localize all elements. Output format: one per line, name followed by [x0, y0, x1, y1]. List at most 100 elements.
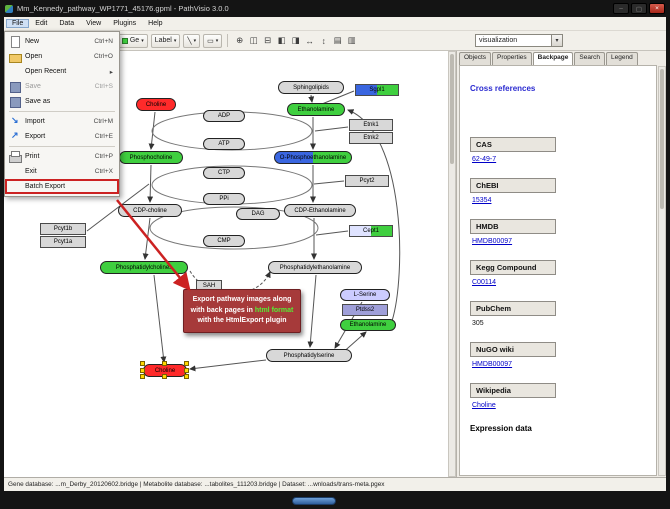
menu-view[interactable]: View — [86, 20, 102, 27]
tab-backpage[interactable]: Backpage — [532, 52, 574, 65]
pathway-node-cdp-ethanolamine[interactable]: CDP-Ethanolamine — [284, 204, 356, 217]
shape-tool-button[interactable]: ▭ ▾ — [203, 33, 223, 48]
menu-plugins[interactable]: Plugins — [113, 20, 137, 27]
pathway-node-ptdss2[interactable]: Ptdss2 — [342, 304, 388, 316]
stack-horizontal-icon[interactable]: ▥ — [347, 35, 356, 45]
xref-id-hmdb[interactable]: HMDB00097 — [472, 238, 513, 245]
file-menu-item-open-recent[interactable]: Open Recent▸ — [5, 64, 119, 79]
xref-id-chebi[interactable]: 15354 — [472, 197, 492, 204]
chevron-down-icon[interactable]: ▾ — [551, 35, 562, 46]
align-right-icon[interactable]: ◨ — [291, 35, 300, 45]
pathway-node-ethanolamine[interactable]: Ethanolamine — [287, 103, 345, 116]
visualization-select[interactable]: visualization ▾ — [475, 34, 563, 47]
pathway-node-dag[interactable]: DAG — [236, 208, 280, 220]
pathway-node-cmp[interactable]: CMP — [203, 235, 245, 247]
add-gene-product-button[interactable]: Ge ▾ — [117, 33, 148, 48]
pathway-edge[interactable] — [321, 90, 355, 105]
pathway-node-pcyt1a[interactable]: Pcyt1a — [40, 236, 86, 248]
pathway-node-atp[interactable]: ATP — [203, 138, 245, 150]
pathway-edge[interactable] — [189, 270, 271, 295]
xref-id-wikipedia[interactable]: Choline — [472, 402, 496, 409]
pathway-node-etnk2[interactable]: Etnk2 — [349, 132, 393, 144]
xref-id-cas[interactable]: 62-49-7 — [472, 156, 497, 163]
selection-handle[interactable] — [140, 361, 145, 366]
tab-legend[interactable]: Legend — [606, 52, 638, 65]
pathway-node-sgpl1[interactable]: Sgpl1 — [355, 84, 399, 96]
import-icon — [9, 115, 22, 128]
selection-handle[interactable] — [184, 361, 189, 366]
anchor-icon[interactable]: ⊕ — [236, 35, 244, 45]
file-menu-item-batch-export[interactable]: Batch Export — [5, 179, 119, 194]
canvas-scrollbar-vertical[interactable] — [448, 51, 456, 477]
selection-handle[interactable] — [184, 374, 189, 379]
menu-help[interactable]: Help — [148, 20, 163, 27]
line-tool-button[interactable]: ╲ ▾ — [183, 33, 201, 48]
pathway-node-l-serine[interactable]: L-Serine — [340, 289, 390, 301]
pathway-edge[interactable] — [153, 274, 167, 363]
pathway-node-ethanolamine[interactable]: Ethanolamine — [340, 319, 396, 331]
selection-handle[interactable] — [184, 367, 189, 373]
pathway-node-pcyt2[interactable]: Pcyt2 — [345, 175, 389, 187]
pathway-edge[interactable] — [142, 217, 151, 260]
menu-data[interactable]: Data — [59, 20, 75, 27]
pathway-edge[interactable] — [313, 180, 345, 185]
pathway-node-choline[interactable]: Choline — [136, 98, 176, 111]
selection-handle[interactable] — [140, 367, 145, 373]
file-menu-item-open[interactable]: Open Ctrl+O — [5, 49, 119, 64]
xref-id-kegg-compound[interactable]: C00114 — [472, 279, 497, 286]
menu-item-label: Print — [25, 153, 40, 160]
distribute-vertical-icon[interactable]: ↕ — [321, 35, 326, 46]
scrollbar-thumb[interactable] — [660, 69, 664, 209]
close-button[interactable]: × — [649, 3, 665, 14]
pathway-edge[interactable] — [315, 230, 349, 236]
pathway-edge[interactable] — [148, 111, 156, 150]
selection-handle[interactable] — [140, 374, 145, 379]
pathway-node-phosphocholine[interactable]: Phosphocholine — [119, 151, 183, 164]
minimize-button[interactable]: – — [613, 3, 629, 14]
pathway-node-pcyt1b[interactable]: Pcyt1b — [40, 223, 86, 235]
pathway-node-ctp[interactable]: CTP — [203, 167, 245, 179]
menu-edit[interactable]: Edit — [35, 20, 48, 27]
align-center-x-icon[interactable]: ◫ — [249, 35, 258, 45]
tab-objects[interactable]: Objects — [459, 52, 492, 65]
stack-vertical-icon[interactable]: ▤ — [333, 35, 342, 45]
pathway-edge[interactable] — [189, 359, 267, 372]
align-left-icon[interactable]: ◧ — [277, 35, 286, 45]
pathway-edge[interactable] — [314, 126, 349, 132]
scrollbar-thumb[interactable] — [450, 54, 454, 164]
pathway-node-cept1[interactable]: Cept1 — [349, 225, 393, 237]
distribute-horizontal-icon[interactable]: ↔ — [305, 35, 314, 46]
selection-handle[interactable] — [162, 374, 167, 379]
pathway-node-ppi[interactable]: PPi — [203, 193, 245, 205]
menu-shortcut: Ctrl+O — [94, 53, 113, 60]
pathway-node-phosphatidylethanolamine[interactable]: Phosphatidylethanolamine — [268, 261, 362, 274]
open-icon — [9, 51, 22, 63]
pathway-node-adp[interactable]: ADP — [203, 110, 245, 122]
file-menu-item-save-as[interactable]: Save as — [5, 94, 119, 109]
pathway-edge[interactable] — [308, 94, 315, 103]
tab-search[interactable]: Search — [574, 52, 605, 65]
pathway-node-etnk1[interactable]: Etnk1 — [349, 119, 393, 131]
selection-handle[interactable] — [162, 361, 167, 366]
pathway-node-o-phosphoethanolamine[interactable]: O-Phosphoethanolamine — [274, 151, 352, 164]
pathway-edge[interactable] — [307, 274, 317, 348]
add-label-button[interactable]: Label ▾ — [150, 33, 181, 48]
menu-file[interactable]: File — [6, 19, 30, 28]
pathway-edge[interactable] — [147, 164, 154, 203]
tab-properties[interactable]: Properties — [492, 52, 532, 65]
xref-id-nugo-wiki[interactable]: HMDB00097 — [472, 361, 513, 368]
pathway-node-phosphatidylcholines[interactable]: Phosphatidylcholines — [100, 261, 188, 274]
pathway-node-sphingolipids[interactable]: Sphingolipids — [278, 81, 344, 94]
maximize-button[interactable]: ▢ — [631, 3, 647, 14]
pathway-node-phosphatidylserine[interactable]: Phosphatidylserine — [266, 349, 352, 362]
sidebar-scrollbar-vertical[interactable] — [658, 66, 666, 476]
pathway-node-cdp-choline[interactable]: CDP-choline — [118, 204, 182, 217]
menu-item-label: Open — [25, 53, 43, 60]
align-center-y-icon[interactable]: ⊟ — [264, 35, 272, 45]
